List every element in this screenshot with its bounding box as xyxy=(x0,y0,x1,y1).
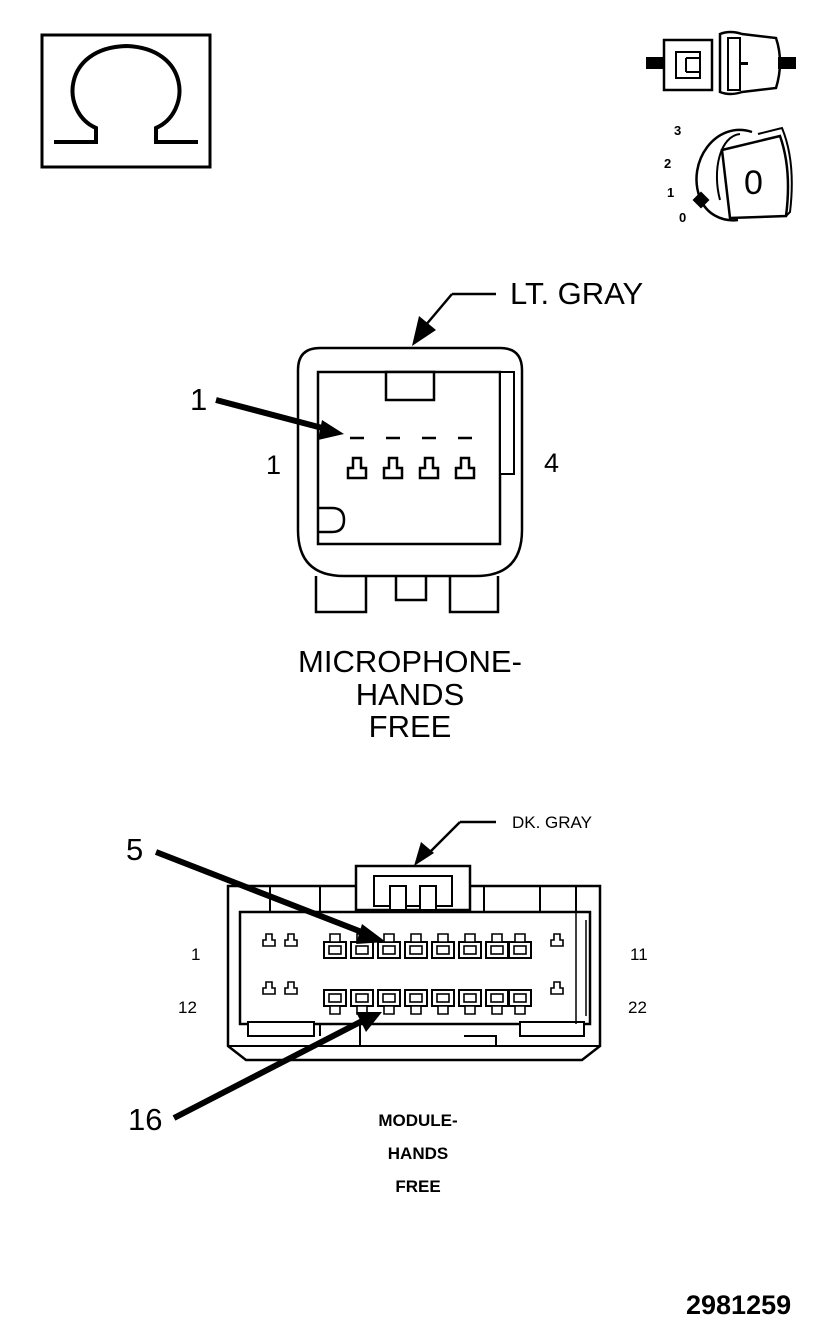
mic-right-pin-label: 4 xyxy=(544,448,560,478)
module-terminal-bottom-6 xyxy=(458,989,482,1015)
module-terminal-row2-b xyxy=(284,981,298,995)
module-connector-color-label: DK. GRAY xyxy=(512,813,592,832)
module-row2-left-label: 12 xyxy=(178,998,197,1017)
figure-number: 2981259 xyxy=(686,1290,792,1320)
ignition-key-icon xyxy=(692,126,793,222)
module-terminal-top-6 xyxy=(458,933,482,959)
mic-left-pin-label: 1 xyxy=(266,450,282,480)
mic-name-line-2: HANDS xyxy=(355,676,465,712)
ignition-position-3: 3 xyxy=(674,123,681,138)
ignition-position-0: 0 xyxy=(679,210,686,225)
mic-terminal-4 xyxy=(454,456,476,480)
ohm-icon xyxy=(40,33,212,169)
module-row1-right-label: 11 xyxy=(630,945,648,964)
module-pin-16-callout-label: 16 xyxy=(128,1102,163,1137)
module-terminal-top-1 xyxy=(323,933,347,959)
mic-terminal-3 xyxy=(418,456,440,480)
mic-connector-color-label: LT. GRAY xyxy=(510,276,644,311)
module-pin-5-callout-label: 5 xyxy=(126,832,144,867)
module-name-line-1: MODULE- xyxy=(378,1111,458,1130)
microphone-connector xyxy=(296,292,524,614)
module-terminal-bottom-7 xyxy=(485,989,509,1015)
mic-name-line-3: FREE xyxy=(368,709,452,745)
module-row2-right-label: 22 xyxy=(628,998,647,1017)
module-terminal-row1-a xyxy=(262,933,276,947)
mic-name-line-1: MICROPHONE- xyxy=(298,644,522,679)
pin-1-callout-arrow xyxy=(215,397,344,440)
mic-connector-name: MICROPHONE- HANDS FREE xyxy=(250,644,570,745)
module-terminal-bottom-3 xyxy=(377,989,401,1015)
module-terminal-top-4 xyxy=(404,933,428,959)
ignition-key-position-label: 0 xyxy=(744,164,763,202)
module-terminal-row1-end xyxy=(550,933,564,947)
ignition-position-2: 2 xyxy=(664,156,671,171)
module-row1-left-label: 1 xyxy=(191,945,201,964)
ignition-position-1: 1 xyxy=(667,185,674,200)
module-terminal-bottom-5 xyxy=(431,989,455,1015)
module-name-line-3: FREE xyxy=(395,1177,441,1197)
module-terminal-top-8 xyxy=(508,933,532,959)
module-terminal-row1-b xyxy=(284,933,298,947)
module-connector xyxy=(226,820,602,1062)
module-terminal-top-3 xyxy=(377,933,401,959)
module-terminal-row2-end xyxy=(550,981,564,995)
disconnect-connector-icon xyxy=(646,30,796,96)
mic-terminal-1 xyxy=(346,456,368,480)
mic-pin-callout-label: 1 xyxy=(190,382,208,417)
module-terminal-bottom-4 xyxy=(404,989,428,1015)
module-terminal-top-5 xyxy=(431,933,455,959)
module-name-line-2: HANDS xyxy=(387,1144,449,1164)
module-terminal-bottom-8 xyxy=(508,989,532,1015)
pin-16-callout-arrow xyxy=(172,1012,382,1121)
module-connector-name: MODULE- HANDS FREE xyxy=(318,1104,518,1203)
pin-5-callout-arrow xyxy=(154,849,386,944)
mic-terminal-2 xyxy=(382,456,404,480)
module-terminal-bottom-1 xyxy=(323,989,347,1015)
module-terminal-row2-a xyxy=(262,981,276,995)
